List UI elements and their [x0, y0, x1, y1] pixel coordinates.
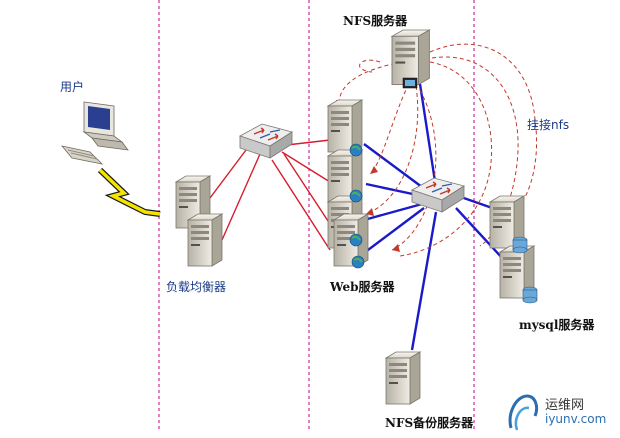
- nfs-backup-label: NFS备份服务器: [385, 416, 474, 430]
- load-balancer-label: 负载均衡器: [166, 280, 227, 294]
- mount-nfs-label: 挂接nfs: [527, 118, 570, 132]
- database-icon: [512, 236, 538, 304]
- watermark: 运维网 iyunv.com: [505, 392, 617, 434]
- load-balancer-server-2: [187, 213, 223, 267]
- watermark-logo-icon: [508, 394, 539, 431]
- lan-links: [359, 83, 505, 351]
- user-label: 用户: [60, 80, 85, 94]
- desktop-computer-icon: [60, 101, 129, 165]
- watermark-line1: 运维网: [545, 398, 585, 413]
- mysql-servers-label: mysql服务器: [519, 318, 595, 332]
- web-servers-label: Web服务器: [330, 280, 395, 294]
- watermark-line2: iyunv.com: [545, 412, 607, 426]
- nfs-backup-server: [385, 351, 421, 405]
- nfs-server-label: NFS服务器: [343, 14, 408, 28]
- lan-switch-icon: [411, 177, 465, 213]
- globe-icon: [349, 143, 365, 269]
- nfs-server-icon: [391, 29, 430, 89]
